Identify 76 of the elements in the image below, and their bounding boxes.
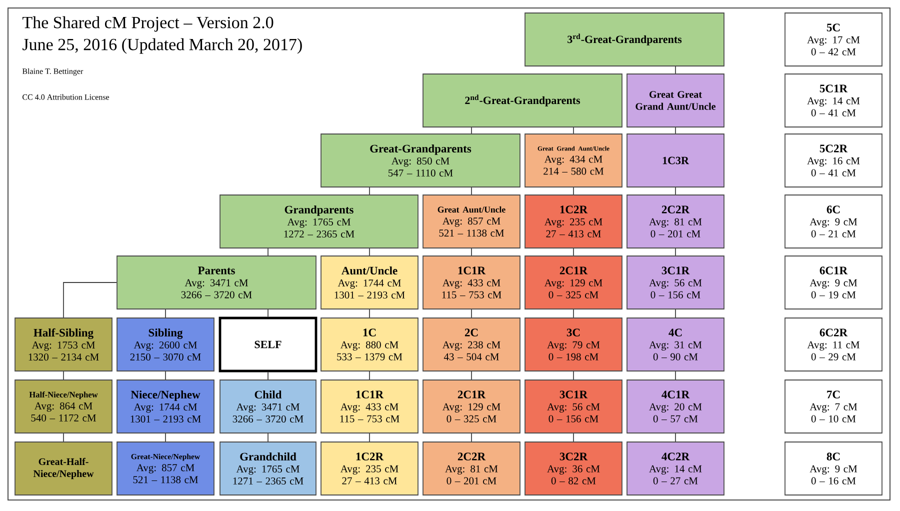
relationship-box: 1C Avg: 880 cM 533 – 1379 cM — [320, 318, 418, 372]
connector-line — [369, 371, 370, 380]
relationship-box: 3C1R Avg: 56 cM 0 – 156 cM — [524, 380, 622, 434]
connector-line — [675, 187, 676, 195]
relationship-box: 4C Avg: 31 cM 0 – 90 cM — [626, 318, 724, 372]
relationship-box: 3C1R Avg: 56 cM 0 – 156 cM — [626, 256, 724, 310]
connector-line — [63, 433, 64, 442]
connector-line — [369, 309, 370, 318]
relationship-box: Half-Niece/Nephew Avg: 864 cM 540 – 1172 cM — [14, 380, 112, 434]
relationship-box: 5C1R Avg: 14 cM 0 – 41 cM — [784, 74, 882, 128]
relationship-box: 5C Avg: 17 cM 0 – 42 cM — [784, 12, 882, 66]
connector-line — [471, 433, 472, 442]
connector-line — [165, 309, 166, 318]
relationship-box: 3$^{rd}$-Great-Grandparents — [524, 12, 724, 66]
connector-line — [675, 309, 676, 318]
connector-line — [369, 187, 370, 195]
connector-line — [573, 127, 574, 134]
relationship-box: Aunt/Uncle Avg: 1744 cM 1301 – 2193 cM — [320, 256, 418, 310]
relationship-box: 3C Avg: 79 cM 0 – 198 cM — [524, 318, 622, 372]
relationship-box: Niece/Nephew Avg: 1744 cM 1301 – 2193 cM — [116, 380, 214, 434]
relationship-box: 6C1R Avg: 9 cM 0 – 19 cM — [784, 256, 882, 310]
connector-line — [675, 127, 676, 134]
connector-line — [573, 371, 574, 380]
relationship-box: 1C1R Avg: 433 cM 115 – 753 cM — [422, 256, 520, 310]
relationship-box: 1C2R Avg: 235 cM 27 – 413 cM — [320, 442, 418, 496]
connector-line — [369, 433, 370, 442]
connector-line — [63, 371, 64, 380]
connector-line — [675, 433, 676, 442]
relationship-box: Great-Grandparents Avg: 850 cM 547 – 1110 cM — [320, 134, 520, 188]
relationship-box: Parents Avg: 3471 cM 3266 – 3720 cM — [116, 256, 316, 310]
relationship-box: Grandchild Avg: 1765 cM 1271 – 2365 cM — [220, 442, 316, 496]
connector-line — [675, 371, 676, 380]
connector-line — [471, 309, 472, 318]
relationship-box: Child Avg: 3471 cM 3266 – 3720 cM — [220, 380, 316, 434]
connector-line — [471, 187, 472, 195]
subtitle: June 25, 2016 (Updated March 20, 2017) — [22, 38, 302, 54]
connector-line — [165, 433, 166, 442]
connector-line — [573, 187, 574, 195]
relationship-box: Great Great Grand Aunt/Uncle — [626, 74, 724, 128]
relationship-box: Great-Half-Niece/Nephew — [14, 442, 112, 496]
relationship-box: 2C Avg: 238 cM 43 – 504 cM — [422, 318, 520, 372]
connector-line — [675, 66, 676, 74]
relationship-box: 2C2R Avg: 81 cM 0 – 201 cM — [422, 442, 520, 496]
relationship-box: 2C1R Avg: 129 cM 0 – 325 cM — [422, 380, 520, 434]
note-text: CC 4.0 Attribution License — [22, 94, 110, 100]
connector-line — [675, 248, 676, 256]
relationship-box: 1C2R Avg: 235 cM 27 – 413 cM — [524, 194, 622, 248]
connector-line — [471, 127, 472, 134]
relationship-box: 3C2R Avg: 36 cM 0 – 82 cM — [524, 442, 622, 496]
relationship-box: 2$^{nd}$-Great-Grandparents — [422, 74, 622, 128]
relationship-box: 1C3R — [626, 134, 724, 188]
relationship-box: 2C1R Avg: 129 cM 0 – 325 cM — [524, 256, 622, 310]
connector-line — [63, 282, 117, 318]
self-box: SELF — [218, 316, 318, 372]
relationship-box: 4C2R Avg: 14 cM 0 – 27 cM — [626, 442, 724, 496]
relationship-box: Half-Sibling Avg: 1753 cM 1320 – 2134 cM — [14, 318, 112, 372]
relationship-box: 1C1R Avg: 433 cM 115 – 753 cM — [320, 380, 418, 434]
connector-line — [573, 433, 574, 442]
connector-line — [471, 248, 472, 256]
relationship-box: Sibling Avg: 2600 cM 2150 – 3070 cM — [116, 318, 214, 372]
connector-line — [165, 371, 166, 380]
relationship-box: 2C2R Avg: 81 cM 0 – 201 cM — [626, 194, 724, 248]
connector-line — [471, 371, 472, 380]
relationship-box: 4C1R Avg: 20 cM 0 – 57 cM — [626, 380, 724, 434]
note-text: Blaine T. Bettinger — [22, 68, 84, 76]
relationship-box: 7C Avg: 7 cM 0 – 10 cM — [784, 380, 882, 434]
relationship-box: 5C2R Avg: 16 cM 0 – 41 cM — [784, 134, 882, 188]
relationship-box: 8C Avg: 9 cM 0 – 16 cM — [784, 442, 882, 496]
relationship-box: 6C2R Avg: 11 cM 0 – 29 cM — [784, 318, 882, 372]
connector-line — [573, 248, 574, 256]
relationship-box: Great Aunt/Uncle Avg: 857 cM 521 – 1138 cM — [422, 194, 520, 248]
title: The Shared cM Project – Version 2.0 — [22, 16, 274, 32]
connector-line — [369, 248, 370, 256]
relationship-box: Grandparents Avg: 1765 cM 1272 – 2365 cM — [220, 194, 418, 248]
connector-line — [573, 309, 574, 318]
relationship-box: 6C Avg: 9 cM 0 – 21 cM — [784, 194, 882, 248]
